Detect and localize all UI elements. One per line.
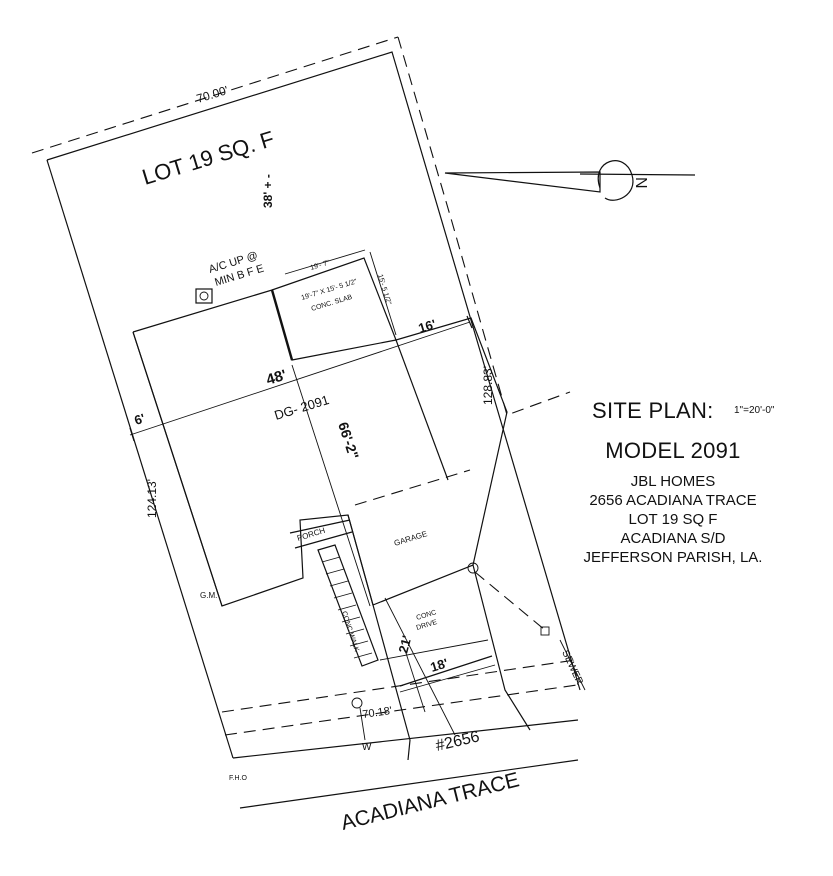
dim-66-line (291, 364, 371, 607)
street-name: ACADIANA TRACE (339, 768, 522, 835)
water-line (359, 707, 366, 741)
lot-boundary (46, 51, 581, 691)
house-rear-wall (132, 331, 223, 607)
title-line-lot: LOT 19 SQ F (628, 511, 718, 528)
porch-wall-2 (294, 531, 353, 549)
ac-unit (195, 288, 213, 304)
front-setback: 21' (395, 634, 414, 655)
title-line-parish: JEFFERSON PARISH, LA. (583, 549, 763, 566)
garage-dash (354, 469, 471, 506)
left-setback: 6' (132, 411, 146, 428)
front-dashed-line-2 (224, 684, 578, 736)
title-line-address: 2656 ACADIANA TRACE (589, 492, 757, 509)
drive-cross (379, 639, 489, 661)
title-block: SITE PLAN: 1"=20'-0" MODEL 2091 JBL HOME… (560, 398, 786, 567)
drive-right (472, 564, 531, 731)
front-setback-dim (404, 649, 426, 713)
water-meter-symbol (351, 697, 363, 709)
garage-wall (347, 514, 374, 606)
street-line-2 (239, 759, 579, 809)
conc-slab (271, 257, 397, 341)
model-name: MODEL 2091 (605, 438, 741, 463)
gas-meter-label: G.M. (200, 591, 217, 600)
walk-hatching (321, 556, 373, 659)
front-dashed-line-1 (221, 659, 576, 713)
right-setback: 16' (416, 316, 437, 335)
house-width: 48' (264, 367, 288, 389)
rear-dashed-line (31, 36, 399, 154)
left-depth: 124.13' (145, 479, 159, 518)
house-depth: 66'-2" (335, 420, 362, 461)
dim-16-tick (466, 315, 473, 329)
north-label: N (632, 177, 649, 189)
drive-line-mid (384, 597, 456, 736)
slab-dim-right (369, 251, 397, 336)
house-center-wall (395, 339, 449, 481)
gas-meter-symbol (467, 562, 479, 574)
scale-note: 1"=20'-0" (734, 405, 775, 416)
front-width: 70.18' (362, 705, 393, 721)
slab-depth: 15'- 5 1/2" (376, 274, 392, 307)
conc-drive (372, 604, 411, 761)
right-dashed-line (397, 36, 571, 416)
dim-48-line (129, 321, 471, 436)
site-plan-heading: SITE PLAN: (592, 398, 714, 423)
drive-width: 18' (428, 655, 449, 674)
porch-wall (289, 519, 351, 534)
sewer-box (540, 626, 550, 636)
rear-width: 70.00' (195, 83, 230, 106)
walk-label: CONC WALK (340, 610, 360, 653)
north-arrow-line (579, 173, 696, 176)
ac-unit-fan (199, 291, 209, 301)
right-depth: 128.83' (481, 366, 495, 405)
sewer-line (559, 639, 586, 691)
lot-left-line (46, 159, 234, 759)
house-label: DG- 2091 (272, 392, 330, 423)
house-outline (132, 289, 508, 607)
north-arrow (444, 171, 601, 193)
sewer-label: SEWER (559, 649, 584, 687)
drive-dim-18b (399, 664, 496, 693)
fire-hydrant-label: F.H.O (229, 775, 247, 782)
title-line-builder: JBL HOMES (630, 473, 716, 490)
title-line-subdivision: ACADIANA S/D (620, 530, 726, 547)
garage-label: GARAGE (393, 529, 428, 548)
address-number: #2656 (434, 728, 481, 755)
slab-heavy-wall (270, 289, 294, 361)
rear-setback: 38' + - (261, 174, 275, 208)
water-label: W (362, 742, 372, 753)
lot-name: LOT 19 SQ. F (139, 126, 277, 190)
street-line-1 (232, 719, 579, 759)
sewer-dash (474, 571, 546, 631)
slab-dim-top (284, 249, 366, 275)
conc-walk (317, 544, 379, 667)
dim-6-tick (129, 427, 135, 442)
north-arrow-circle (597, 160, 634, 201)
